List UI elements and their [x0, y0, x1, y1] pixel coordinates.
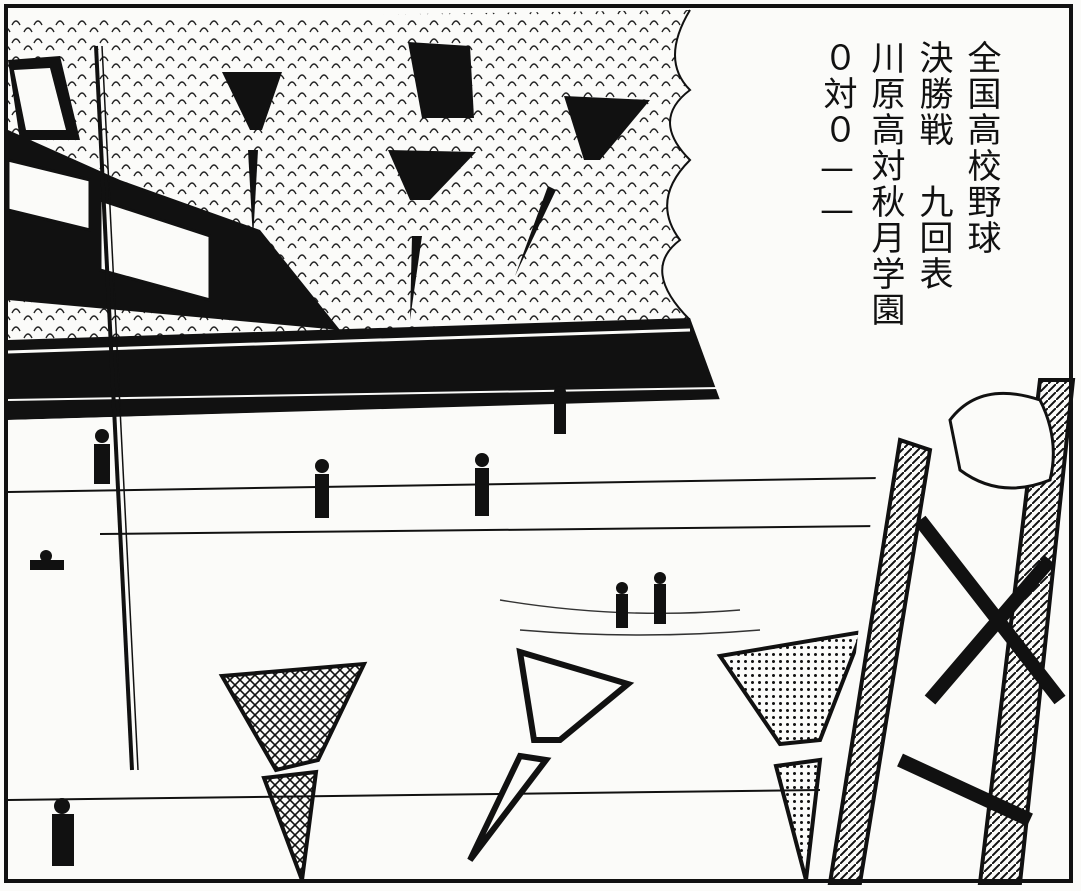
narration-caption: 全国高校野球 決勝戦 九回表 川原高対秋月学園 ０対０—— — [817, 40, 1001, 328]
baseball-field — [7, 398, 900, 870]
stand-exits — [222, 42, 650, 320]
caption-line-3: 川原高対秋月学園 — [865, 40, 905, 328]
caption-line-1: 全国高校野球 — [961, 40, 1001, 256]
outfield-wall — [7, 318, 721, 420]
players — [30, 386, 666, 866]
caption-line-2: 決勝戦 九回表 — [913, 40, 953, 292]
foreground-tower — [827, 360, 1076, 885]
foreground-pennants — [218, 629, 866, 881]
caption-line-4: ０対０—— — [817, 40, 857, 232]
foul-pole — [94, 45, 139, 771]
upper-deck — [6, 56, 340, 330]
